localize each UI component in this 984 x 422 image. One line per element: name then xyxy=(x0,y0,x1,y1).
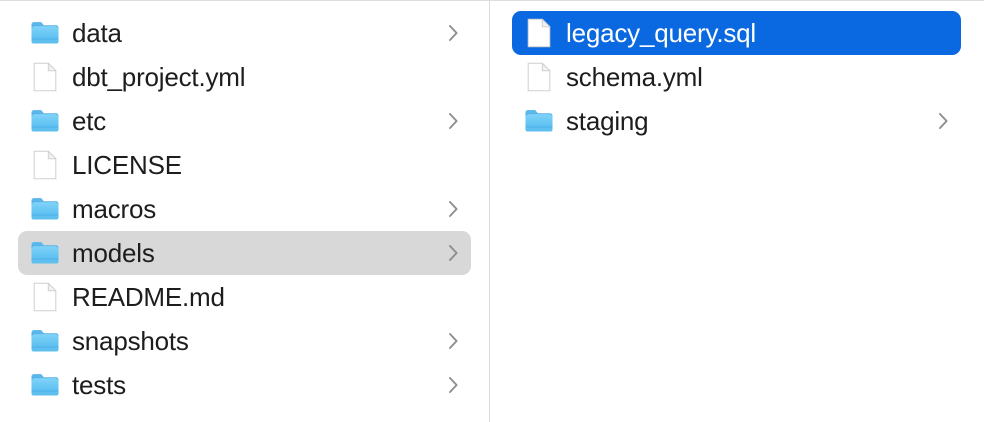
chevron-right-icon-glyph xyxy=(448,25,458,41)
file-row[interactable]: snapshots xyxy=(18,319,471,363)
file-name-label: data xyxy=(72,18,122,48)
chevron-right-icon[interactable] xyxy=(445,374,461,396)
folder-icon xyxy=(524,106,554,136)
file-browser-column-parent[interactable]: data dbt_project.yml xyxy=(0,1,490,422)
folder-icon-glyph xyxy=(31,22,59,44)
file-name-label: staging xyxy=(566,106,649,136)
chevron-right-icon[interactable] xyxy=(445,242,461,264)
file-row[interactable]: legacy_query.sql xyxy=(512,11,961,55)
file-row[interactable]: dbt_project.yml xyxy=(18,55,471,99)
chevron-right-icon[interactable] xyxy=(445,110,461,132)
file-name-label: README.md xyxy=(72,282,225,312)
document-icon-glyph xyxy=(527,18,551,48)
folder-icon xyxy=(30,106,60,136)
document-icon-glyph xyxy=(33,282,57,312)
folder-icon xyxy=(30,370,60,400)
folder-icon-glyph xyxy=(525,110,553,132)
folder-icon-glyph xyxy=(31,110,59,132)
folder-icon-glyph xyxy=(31,242,59,264)
document-icon xyxy=(524,62,554,92)
file-row[interactable]: tests xyxy=(18,363,471,407)
file-row[interactable]: staging xyxy=(512,99,961,143)
file-row[interactable]: macros xyxy=(18,187,471,231)
folder-icon xyxy=(30,326,60,356)
folder-icon-glyph xyxy=(31,374,59,396)
file-name-label: etc xyxy=(72,106,107,136)
chevron-right-icon-glyph xyxy=(448,333,458,349)
folder-icon-glyph xyxy=(31,198,59,220)
document-icon-glyph xyxy=(33,62,57,92)
document-icon-glyph xyxy=(33,150,57,180)
file-row[interactable]: README.md xyxy=(18,275,471,319)
file-browser-column-child[interactable]: legacy_query.sql schema.yml xyxy=(490,1,983,422)
document-icon xyxy=(30,282,60,312)
file-name-label: legacy_query.sql xyxy=(566,18,756,48)
file-row[interactable]: LICENSE xyxy=(18,143,471,187)
file-name-label: schema.yml xyxy=(566,62,703,92)
chevron-right-icon[interactable] xyxy=(935,110,951,132)
file-name-label: models xyxy=(72,238,155,268)
chevron-right-icon-glyph xyxy=(448,377,458,393)
chevron-right-icon[interactable] xyxy=(445,198,461,220)
document-icon-glyph xyxy=(527,62,551,92)
folder-icon-glyph xyxy=(31,330,59,352)
file-row[interactable]: data xyxy=(18,11,471,55)
chevron-right-icon-glyph xyxy=(448,113,458,129)
file-name-label: macros xyxy=(72,194,157,224)
chevron-right-icon[interactable] xyxy=(445,22,461,44)
folder-icon xyxy=(30,238,60,268)
chevron-right-icon-glyph xyxy=(448,201,458,217)
document-icon xyxy=(524,18,554,48)
chevron-right-icon-glyph xyxy=(448,245,458,261)
chevron-right-icon[interactable] xyxy=(445,330,461,352)
file-row[interactable]: schema.yml xyxy=(512,55,961,99)
file-name-label: dbt_project.yml xyxy=(72,62,246,92)
folder-icon xyxy=(30,18,60,48)
file-name-label: LICENSE xyxy=(72,150,182,180)
folder-icon xyxy=(30,194,60,224)
document-icon xyxy=(30,150,60,180)
file-name-label: tests xyxy=(72,370,126,400)
file-name-label: snapshots xyxy=(72,326,189,356)
file-row[interactable]: models xyxy=(18,231,471,275)
file-row[interactable]: etc xyxy=(18,99,471,143)
chevron-right-icon-glyph xyxy=(938,113,948,129)
document-icon xyxy=(30,62,60,92)
